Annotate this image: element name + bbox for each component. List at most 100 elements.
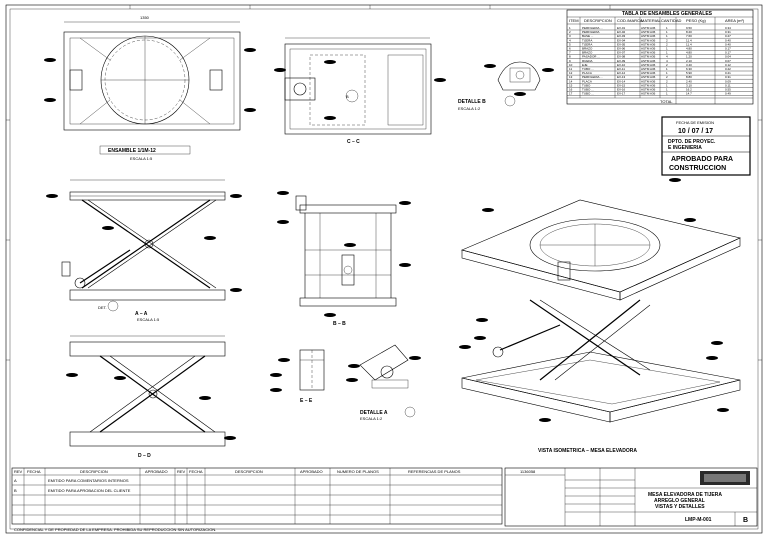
parts-cell: EV-17: [617, 92, 626, 96]
parts-table: TABLA DE ENSAMBLES GENERALES ITEM DESCRI…: [566, 9, 754, 105]
parts-cell: 1: [666, 92, 668, 96]
parts-cell: 2: [666, 63, 668, 67]
parts-cell: 9.50: [686, 26, 692, 30]
parts-cell: 7: [569, 51, 571, 55]
parts-cell: EV-11: [617, 67, 625, 71]
parts-cell: 0.21: [725, 71, 731, 75]
parts-cell: ASTM A36: [641, 63, 656, 67]
detail-a: DETALLE A ESCALA 1:2: [346, 344, 421, 421]
revision-cell: B: [14, 488, 17, 493]
revision-cell: A: [14, 478, 17, 483]
section-bb-label: B – B: [333, 321, 346, 327]
parts-cell: TUBO ...: [582, 67, 594, 71]
detail-a-label: DETALLE A: [360, 410, 388, 416]
plan-dim-width: 1350: [140, 15, 150, 20]
parts-cell: 2: [569, 30, 571, 34]
parts-cell: 1: [666, 26, 668, 30]
section-cc-label: C – C: [347, 139, 360, 145]
section-ee-label: E – E: [300, 398, 313, 404]
plan-view: 1350 ENSAMBLE 1/1M-12 ESCALA 1:5: [44, 15, 256, 161]
rev-h-rev2: REV: [177, 469, 186, 474]
rev-h-fecha2: FECHA: [189, 469, 203, 474]
parts-cell: ASTM A36: [641, 67, 656, 71]
section-cc-view: B C – C: [274, 37, 446, 145]
parts-cell: 3.40: [686, 63, 692, 67]
parts-cell: 1.20: [686, 55, 692, 59]
isometric-label: VISTA ISOMETRICA – MESA ELEVADORA: [538, 448, 637, 454]
parts-cell: 4.80: [686, 47, 692, 51]
parts-cell: 7.60: [686, 34, 692, 38]
parts-cell: ASTM A36: [641, 88, 656, 92]
drawing-number: LMP-M-001: [685, 517, 712, 523]
parts-cell: EV-12: [617, 71, 626, 75]
parts-cell: 4: [666, 59, 668, 63]
rev-h-desc2: DESCRIPCION: [235, 469, 263, 474]
parts-cell: 2.10: [686, 59, 692, 63]
rev-h-ref-planos: REFERENCIAS DE PLANOS: [408, 469, 461, 474]
parts-cell: 2: [666, 79, 668, 83]
parts-cell: 0.27: [725, 34, 731, 38]
drawing-title-2: ARREGLO GENERAL: [654, 498, 705, 504]
parts-cell: EV-02: [617, 30, 626, 34]
parts-cell: 14: [569, 79, 573, 83]
parts-cell: 0.34: [725, 26, 731, 30]
section-aa-label: A – A: [135, 311, 148, 317]
parts-cell: 1: [666, 47, 668, 51]
revision-table: REV FECHA DESCRIPCION APROBADO REV FECHA…: [11, 467, 503, 532]
col-area: AREA (m²): [725, 18, 745, 23]
parts-cell: TUBO ...: [582, 88, 594, 92]
parts-cell: BASE ...: [582, 34, 594, 38]
parts-cell: 0.09: [725, 79, 731, 83]
parts-cell: 0.07: [725, 59, 731, 63]
parts-cell: ASTM A36: [641, 71, 656, 75]
parts-cell: ASTM A36: [641, 92, 656, 96]
isometric-view: VISTA ISOMETRICA – MESA ELEVADORA: [459, 178, 741, 454]
parts-cell: 1: [666, 71, 668, 75]
parts-cell: TUBO ...: [582, 92, 594, 96]
parts-cell: 4: [666, 55, 668, 59]
parts-cell: 6.30: [686, 67, 692, 71]
parts-cell: EV-05: [617, 42, 626, 46]
parts-cell: 1: [569, 26, 571, 30]
approved-line1: APROBADO PARA: [671, 156, 733, 163]
inner-border: [9, 8, 759, 530]
parts-cell: 0.40: [725, 38, 731, 42]
parts-cell: TIJERA: [582, 38, 592, 42]
col-peso: PESO (Kg): [686, 18, 706, 23]
parts-cell: 0.11: [725, 83, 731, 87]
parts-cell: ASTM A36: [641, 34, 656, 38]
parts-cell: ASTM A36: [641, 26, 656, 30]
parts-cell: 9: [569, 59, 571, 63]
parts-cell: ASTM A36: [641, 47, 656, 51]
parts-cell: EV-14: [617, 79, 626, 83]
col-item: ITEM: [569, 18, 579, 23]
parts-cell: 2: [666, 42, 668, 46]
revision-cell: EMITIDO PARA COMENTARIOS INTERNOS: [48, 478, 129, 483]
parts-cell: 0.04: [725, 55, 731, 59]
section-ee-view: E – E: [270, 349, 325, 404]
parts-cell: 11: [569, 67, 572, 71]
drawing-title-3: VISTAS Y DETALLES: [655, 504, 705, 510]
parts-cell: 1: [666, 34, 668, 38]
parts-cell: 8: [569, 55, 571, 59]
parts-cell: 8.20: [686, 30, 692, 34]
dept-line2: E INGENIERIA: [668, 145, 702, 151]
parts-cell: ASTM A36: [641, 79, 656, 83]
parts-cell: ASTM A36: [641, 75, 656, 79]
parts-cell: ASTM A36: [641, 83, 656, 87]
parts-cell: EV-01: [617, 26, 626, 30]
parts-cell: 2.40: [686, 79, 692, 83]
parts-cell: EV-09: [617, 59, 626, 63]
rev-h-aprob2: APROBADO: [300, 469, 323, 474]
parts-cell: EV-03: [617, 34, 626, 38]
parts-cell: PERFILERIA ...: [582, 75, 603, 79]
parts-cell: 0.12: [725, 63, 731, 67]
approval-block: FECHA DE EMISION 10 / 07 / 17 DPTO. DE P…: [661, 116, 751, 176]
table-total-label: TOTAL: [660, 99, 673, 104]
parts-cell: 0.31: [725, 75, 731, 79]
rev-h-rev: REV: [14, 469, 23, 474]
parts-cell: 4.80: [686, 51, 692, 55]
